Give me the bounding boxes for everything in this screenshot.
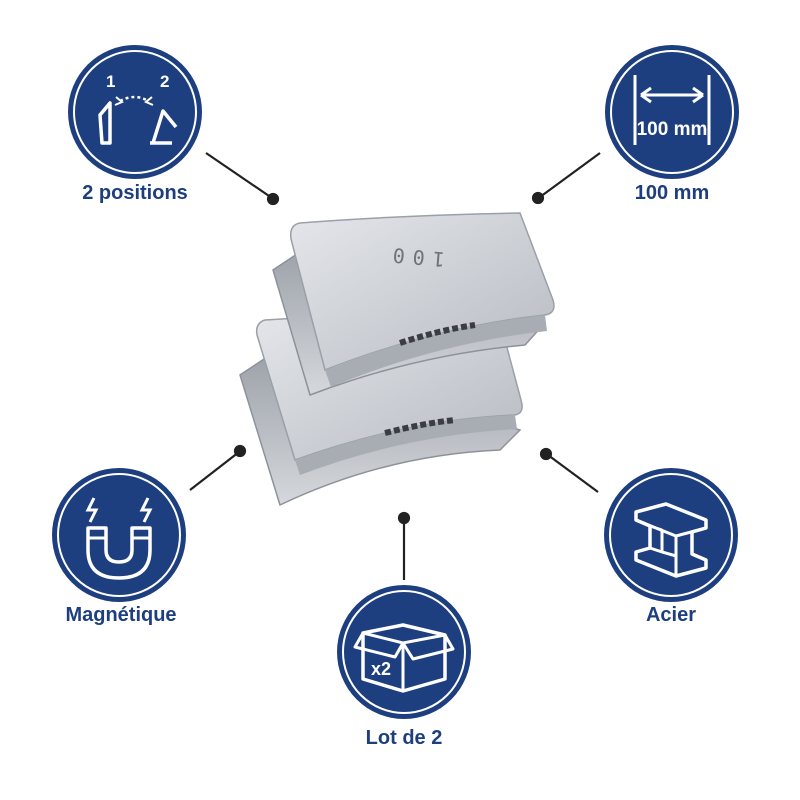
magnetic-label: Magnétique	[65, 604, 177, 626]
positions-badge: 1 2	[68, 45, 202, 179]
steel-beam-icon	[634, 502, 708, 578]
pack-label: Lot de 2	[365, 727, 443, 749]
steel-label: Acier	[645, 604, 697, 626]
box-icon: x2	[353, 623, 455, 693]
magnet-icon	[85, 497, 153, 580]
svg-text:2: 2	[160, 72, 169, 91]
width-label: 100 mm	[634, 182, 710, 204]
magnetic-badge	[52, 468, 186, 602]
svg-text:1: 1	[106, 72, 115, 91]
svg-text:100 mm: 100 mm	[637, 119, 708, 140]
svg-text:x2: x2	[371, 659, 391, 679]
positions-label: 2 positions	[82, 182, 188, 204]
engraving-text: 100	[384, 242, 446, 271]
hinge-positions-icon: 1 2	[98, 72, 178, 145]
magnetic-jaw-pads-illustration: 100	[239, 212, 555, 507]
width-measure-icon: 100 mm	[633, 75, 711, 145]
pack-badge: x2	[337, 585, 471, 719]
width-badge: 100 mm	[605, 45, 739, 179]
steel-badge	[604, 468, 738, 602]
jaw-pad-upper	[272, 212, 555, 396]
